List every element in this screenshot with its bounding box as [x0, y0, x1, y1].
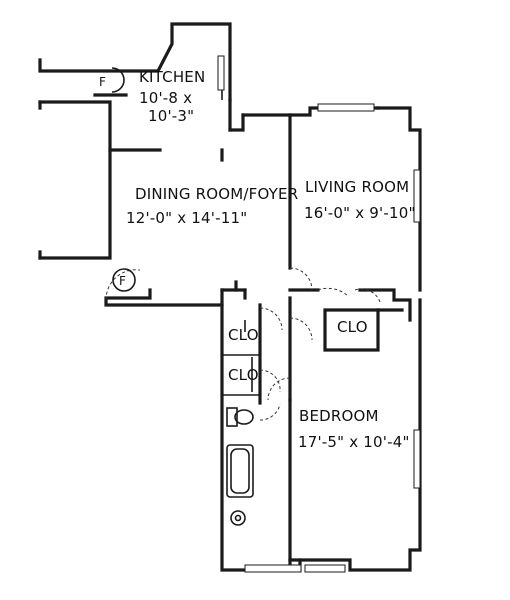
foyer-f-fixture-icon: F	[112, 268, 136, 292]
kitchen-name: KITCHEN	[139, 68, 206, 86]
living-closet-label: CLO	[337, 318, 368, 336]
living-dims: 16'-0" x 9'-10"	[304, 204, 416, 222]
dining-living-door	[289, 267, 313, 291]
foyer-f-text: F	[119, 274, 126, 288]
entry-door	[105, 269, 141, 301]
living-closet-door	[354, 288, 381, 303]
kitchen-dim-1: 10'-8 x	[139, 89, 193, 107]
hall-closet-label: CLO	[228, 326, 259, 344]
living-bedroom-door	[317, 287, 349, 297]
hall-closet-label-2: CLO	[228, 366, 259, 384]
living-window-right	[413, 169, 421, 223]
kitchen-f-text: F	[99, 75, 106, 89]
bath-door	[259, 403, 281, 421]
bedroom-dims: 17'-5" x 10'-4"	[298, 433, 410, 451]
sink-icon	[230, 510, 246, 526]
hall-closet-door-1	[259, 307, 283, 331]
toilet-icon	[226, 407, 254, 427]
living-name: LIVING ROOM	[305, 178, 410, 196]
bedroom-window-bottom	[244, 564, 302, 573]
bedroom-window-right	[413, 429, 421, 489]
kitchen-f-fixture-icon: F	[99, 67, 125, 93]
kitchen-dim-2: 10'-3"	[148, 107, 195, 125]
closet-door-living	[289, 317, 313, 341]
living-closet-walls	[288, 296, 404, 402]
bedroom-window-bottom2	[304, 564, 346, 573]
dining-name: DINING ROOM/FOYER	[135, 185, 299, 203]
bedroom-name: BEDROOM	[299, 407, 379, 425]
kitchen-walls	[38, 22, 245, 260]
hall-closet-door-2	[259, 369, 281, 393]
living-window-top	[317, 103, 375, 112]
bathtub-icon	[226, 444, 254, 498]
closet-walls	[220, 303, 262, 572]
dining-dims: 12'-0" x 14'-11"	[126, 209, 248, 227]
bedroom-door	[267, 377, 291, 401]
kitchen-window	[217, 55, 225, 91]
